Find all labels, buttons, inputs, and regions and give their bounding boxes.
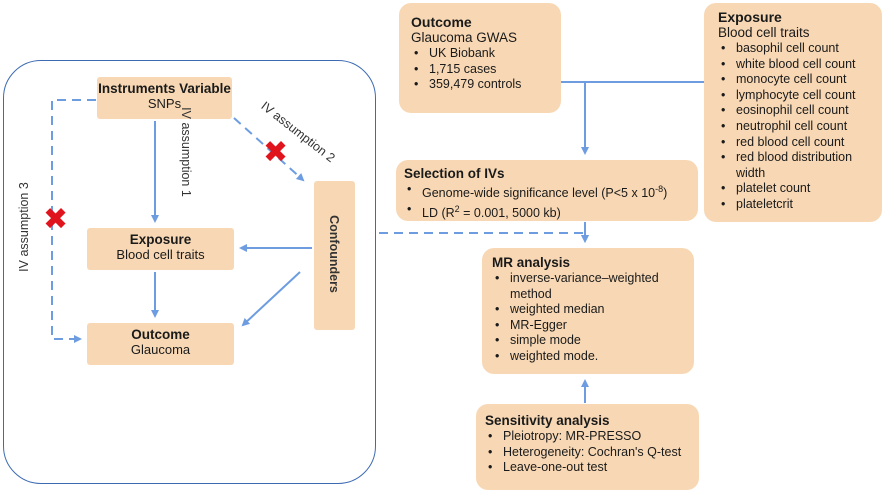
list-item: simple mode [492,333,667,349]
sensitivity-box-title: Sensitivity analysis [485,413,610,428]
instruments-box: Instruments Variable SNPs [97,77,232,119]
sensitivity-box: Sensitivity analysis Pleiotropy: MR-PRES… [476,404,699,490]
mr-box-list: inverse-variance–weighted method weighte… [492,271,667,365]
selection-box-list: Genome-wide significance level (P<5 x 10… [404,182,698,222]
mr-analysis-box: MR analysis inverse-variance–weighted me… [482,248,694,374]
sensitivity-box-list: Pleiotropy: MR-PRESSO Heterogeneity: Coc… [485,429,699,476]
instruments-subtitle: SNPs [147,96,182,111]
exposure-box-title: Exposure [718,9,782,25]
list-item: inverse-variance–weighted method [492,271,667,302]
list-item: Genome-wide significance level (P<5 x 10… [404,182,698,202]
list-item: 1,715 cases [411,62,561,78]
outcome-box-title: Outcome [411,14,472,30]
confounders-box: Confounders [314,181,355,330]
arrow-panel-to-mr [379,232,589,243]
left-exposure-box: Exposure Blood cell traits [87,228,234,270]
list-item: red blood cell count [718,135,878,151]
list-item: LD (R2 = 0.001, 5000 kb) [404,202,698,222]
causal-framework-panel [3,60,376,484]
exposure-box: Exposure Blood cell traits basophil cell… [704,3,882,222]
list-item: white blood cell count [718,57,878,73]
outcome-box-subtitle: Glaucoma GWAS [411,30,518,45]
list-item: 359,479 controls [411,77,561,93]
exposure-box-subtitle: Blood cell traits [718,25,810,40]
list-item: plateletcrit [718,197,878,213]
list-item: UK Biobank [411,46,561,62]
list-item: red blood distribution width [718,150,878,181]
left-exposure-subtitle: Blood cell traits [116,247,205,262]
instruments-title: Instruments Variable [98,81,231,96]
outcome-box: Outcome Glaucoma GWAS UK Biobank 1,715 c… [399,3,561,113]
list-item: monocyte cell count [718,72,878,88]
left-exposure-title: Exposure [129,232,192,247]
left-outcome-box: Outcome Glaucoma [87,323,234,365]
list-item: lymphocyte cell count [718,88,878,104]
arrow-confounders-to-outcome [241,271,301,327]
list-item: Pleiotropy: MR-PRESSO [485,429,699,445]
arrow-instruments-to-confounders [233,117,305,182]
left-outcome-subtitle: Glaucoma [130,342,191,357]
mr-box-title: MR analysis [492,255,571,270]
cross-mark-icon: ✖ [263,136,289,169]
cross-mark-icon: ✖ [43,203,69,236]
list-item: Heterogeneity: Cochran's Q-test [485,445,699,461]
arrow-instruments-to-outcome [51,99,96,343]
list-item: weighted mode. [492,349,667,365]
list-item: weighted median [492,302,667,318]
selection-box: Selection of IVs Genome-wide significanc… [396,160,698,221]
list-item: eosinophil cell count [718,103,878,119]
selection-box-title: Selection of IVs [404,166,505,181]
list-item: platelet count [718,181,878,197]
left-outcome-title: Outcome [131,327,190,342]
outcome-box-list: UK Biobank 1,715 cases 359,479 controls [411,46,561,93]
list-item: MR-Egger [492,318,667,334]
list-item: Leave-one-out test [485,460,699,476]
list-item: basophil cell count [718,41,878,57]
exposure-box-list: basophil cell count white blood cell cou… [718,41,878,213]
list-item: neutrophil cell count [718,119,878,135]
